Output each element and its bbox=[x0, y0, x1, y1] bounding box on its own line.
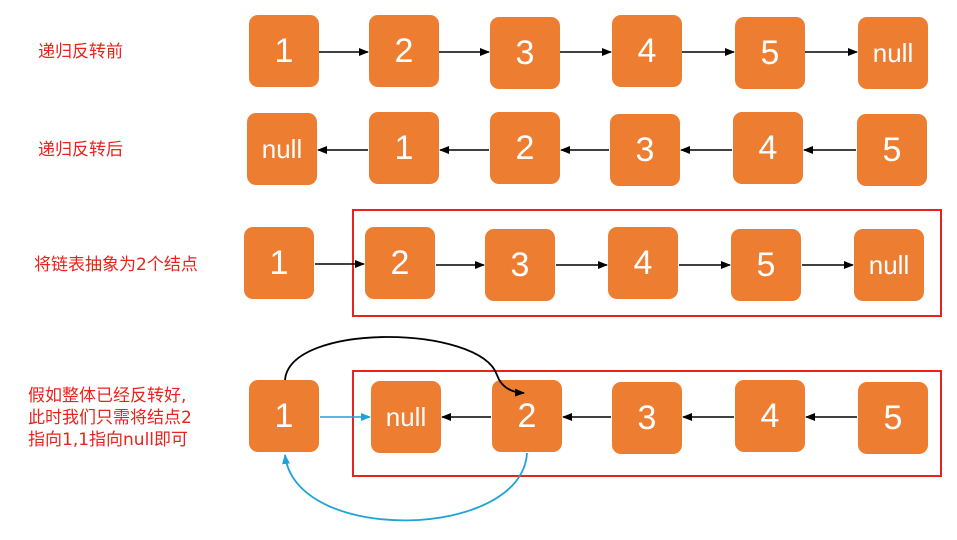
row1-node-5: 5 bbox=[735, 17, 805, 89]
row2-node-5: 5 bbox=[857, 114, 927, 186]
row4-node-1: 1 bbox=[249, 380, 319, 452]
row2-node-2: 2 bbox=[490, 112, 560, 184]
row4-node-5: 5 bbox=[858, 382, 928, 454]
row1-node-null: null bbox=[858, 17, 928, 89]
row2-label: 递归反转后 bbox=[38, 140, 123, 160]
row3-node-4: 4 bbox=[608, 227, 678, 299]
row1-node-4: 4 bbox=[612, 15, 682, 87]
row4-node-3: 3 bbox=[612, 382, 682, 454]
row4-node-4: 4 bbox=[735, 380, 805, 452]
row3-node-2: 2 bbox=[365, 227, 435, 299]
curved-arrow-1-to-2 bbox=[284, 336, 525, 397]
row3-node-null: null bbox=[854, 229, 924, 301]
row4-label-line3: 指向1,1指向null即可 bbox=[28, 430, 189, 450]
curved-arrow-2-to-1 bbox=[282, 452, 528, 522]
row1-node-1: 1 bbox=[249, 15, 319, 87]
row1-node-2: 2 bbox=[369, 15, 439, 87]
reversed-group-box bbox=[352, 370, 942, 477]
row4-label-line2: 此时我们只需将结点2 bbox=[28, 408, 192, 428]
row2-node-3: 3 bbox=[610, 114, 680, 186]
row3-node-3: 3 bbox=[485, 229, 555, 301]
row4-node-null: null bbox=[371, 381, 441, 453]
row3-node-1: 1 bbox=[244, 227, 314, 299]
row3-label: 将链表抽象为2个结点 bbox=[34, 255, 198, 275]
row1-label: 递归反转前 bbox=[38, 42, 123, 62]
row2-node-null: null bbox=[247, 113, 317, 185]
row2-node-4: 4 bbox=[733, 112, 803, 184]
row4-label-line1: 假如整体已经反转好, bbox=[28, 386, 187, 406]
row3-node-5: 5 bbox=[731, 229, 801, 301]
abstract-group-box bbox=[352, 209, 942, 317]
row1-node-3: 3 bbox=[490, 17, 560, 89]
row4-node-2: 2 bbox=[492, 380, 562, 452]
row2-node-1: 1 bbox=[369, 112, 439, 184]
